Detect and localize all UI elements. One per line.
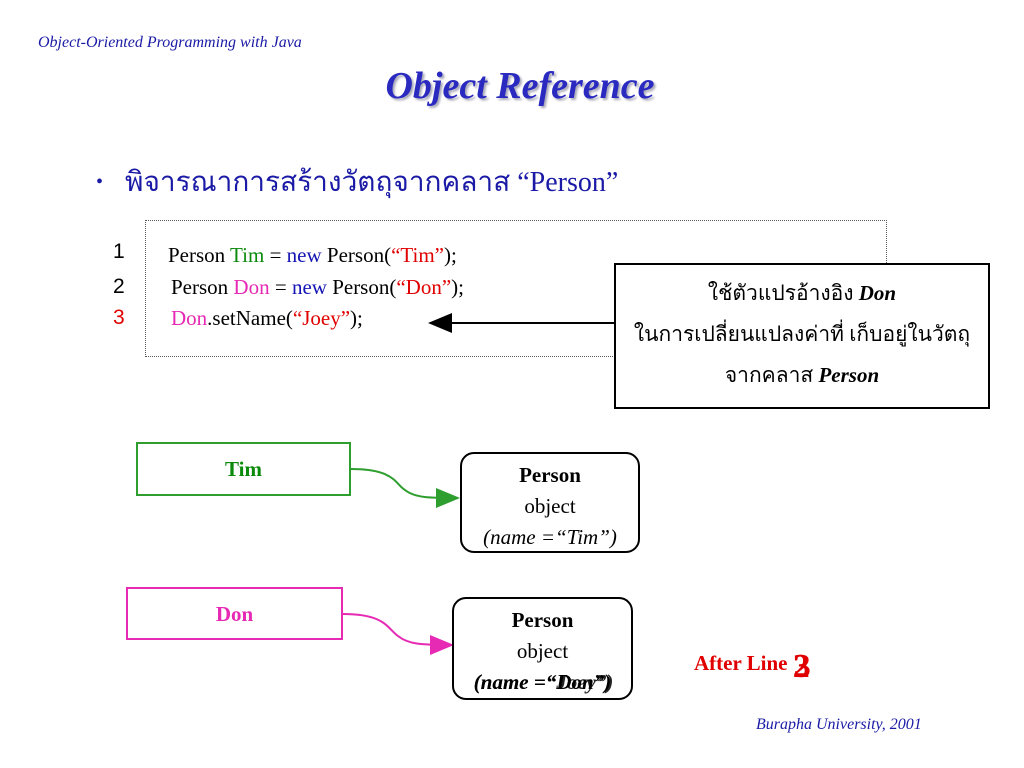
code-type: Person bbox=[171, 275, 229, 299]
callout-class: Person bbox=[818, 363, 880, 387]
code-end: ); bbox=[350, 306, 363, 330]
after-line-num-new: 3 bbox=[793, 648, 811, 685]
tim-reference-box: Tim bbox=[136, 442, 351, 496]
code-line-1: Person Tim = new Person(“Tim”); bbox=[168, 243, 457, 268]
object-class: Person bbox=[511, 608, 574, 632]
line-number: 2 bbox=[113, 275, 125, 298]
code-string: “Tim” bbox=[391, 243, 444, 267]
code-string: “Joey” bbox=[292, 306, 351, 330]
course-header: Object-Oriented Programming with Java bbox=[38, 34, 302, 51]
after-line-text: After Line bbox=[694, 651, 788, 675]
slide-title: Object Reference bbox=[385, 65, 655, 107]
line-number: 3 bbox=[113, 306, 125, 329]
bullet-text: พิจารณาการสร้างวัตถุจากคลาส bbox=[125, 167, 511, 198]
code-line-3: Don.setName(“Joey”); bbox=[171, 306, 363, 331]
line-number: 1 bbox=[113, 240, 125, 263]
code-string: “Don” bbox=[396, 275, 452, 299]
tim-person-object: Person object (name =“Tim”) bbox=[460, 452, 640, 553]
bullet-dot-icon: • bbox=[96, 171, 104, 193]
object-class: Person bbox=[519, 463, 581, 487]
after-line-label: After Line 2 3 bbox=[694, 648, 815, 685]
code-line-2: Person Don = new Person(“Don”); bbox=[171, 275, 464, 300]
object-state-old: (name =“Don”) bbox=[473, 670, 612, 694]
after-line-num-old: 2 bbox=[792, 648, 810, 685]
don-person-object: Person object (name =“Don”) (name =“Joey… bbox=[452, 597, 633, 700]
bullet-item: • พิจารณาการสร้างวัตถุจากคลาส “Person” bbox=[96, 160, 618, 204]
callout-text: ใช้ตัวแปรอ้างอิง bbox=[707, 281, 854, 305]
code-end: ); bbox=[451, 275, 464, 299]
tim-reference-arrow bbox=[350, 468, 460, 508]
footer-credit: Burapha University, 2001 bbox=[756, 716, 922, 733]
code-method: .setName( bbox=[207, 306, 293, 330]
callout-variable: Don bbox=[858, 281, 897, 305]
code-type: Person bbox=[168, 243, 226, 267]
code-constructor: Person( bbox=[332, 275, 397, 299]
callout-line: ใช้ตัวแปรอ้างอิง Don bbox=[616, 273, 988, 314]
callout-line: จากคลาส Person bbox=[616, 355, 988, 396]
object-kind: object bbox=[524, 494, 576, 518]
code-end: ); bbox=[443, 243, 457, 267]
callout-line: ในการเปลี่ยนแปลงค่าที่ เก็บอยู่ในวัตถุ bbox=[633, 322, 971, 346]
object-state-new: (name =“Joey”) bbox=[473, 670, 614, 694]
code-constructor: Person( bbox=[326, 243, 392, 267]
code-keyword: new bbox=[286, 243, 322, 267]
don-reference-arrow bbox=[342, 613, 454, 655]
code-variable: Don bbox=[171, 306, 208, 330]
object-state-wrap: (name =“Don”) (name =“Joey”) bbox=[454, 667, 631, 698]
code-assign: = bbox=[274, 275, 287, 299]
object-kind: object bbox=[516, 639, 569, 663]
don-reference-box: Don bbox=[126, 587, 343, 640]
code-assign: = bbox=[269, 243, 282, 267]
code-variable: Don bbox=[233, 275, 270, 299]
explanation-callout: ใช้ตัวแปรอ้างอิง Don ในการเปลี่ยนแปลงค่า… bbox=[614, 263, 990, 409]
code-keyword: new bbox=[291, 275, 327, 299]
object-state: (name =“Tim”) bbox=[483, 525, 617, 549]
code-variable: Tim bbox=[230, 243, 265, 267]
callout-text: จากคลาส bbox=[724, 363, 814, 387]
bullet-class-name: “Person” bbox=[517, 167, 619, 198]
